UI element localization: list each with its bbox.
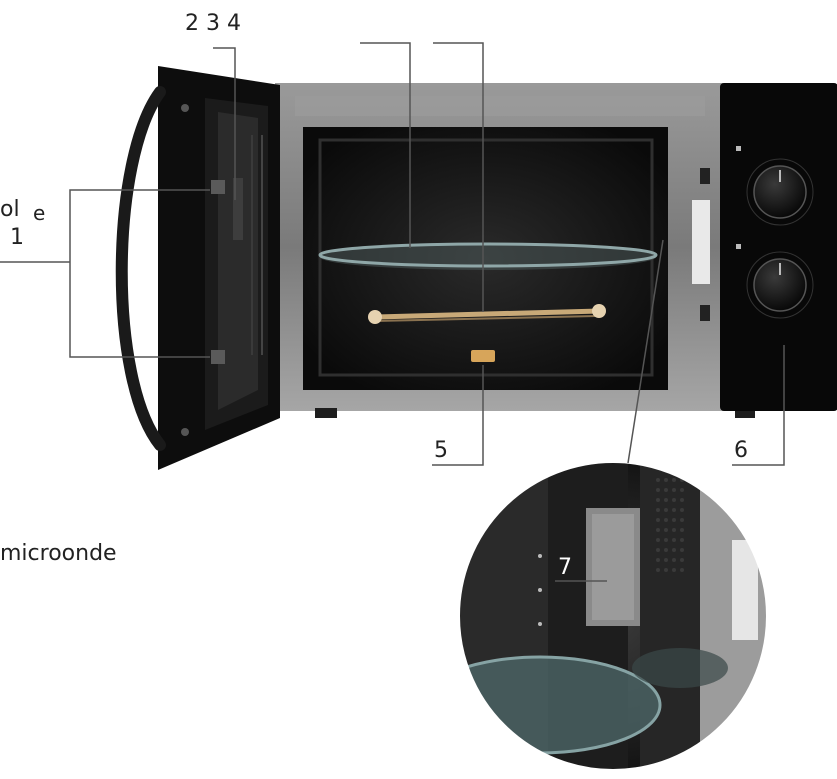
control-panel (720, 83, 837, 411)
timer-knob (753, 258, 807, 312)
label-e: e (33, 201, 45, 225)
glass-turntable (318, 242, 658, 270)
leader-lines (0, 42, 785, 582)
leader-5 (432, 365, 484, 466)
label-microonde: microonde (0, 541, 117, 566)
rating-label (692, 200, 710, 284)
door-handle (115, 86, 166, 451)
label-1: 1 (10, 225, 24, 250)
vent-holes (656, 478, 684, 572)
roller-ring (368, 304, 606, 324)
label-7: 7 (558, 555, 572, 580)
power-knob (753, 165, 807, 219)
leader-234 (213, 47, 236, 200)
door-latch-bottom (211, 350, 225, 364)
leader-zoom (627, 239, 664, 464)
leader-1 (0, 189, 210, 358)
door-latch-top (211, 180, 225, 194)
leader-roller-ring (433, 42, 484, 312)
label-ol: ol (0, 197, 20, 222)
zoom-detail (456, 459, 770, 773)
oven-door (158, 66, 280, 470)
label-234: 2 3 4 (185, 11, 241, 36)
label-6: 6 (734, 438, 748, 463)
leader-6 (732, 345, 785, 466)
leader-glass-tray (360, 42, 411, 248)
turntable-shaft (471, 350, 495, 362)
label-5: 5 (434, 438, 448, 463)
